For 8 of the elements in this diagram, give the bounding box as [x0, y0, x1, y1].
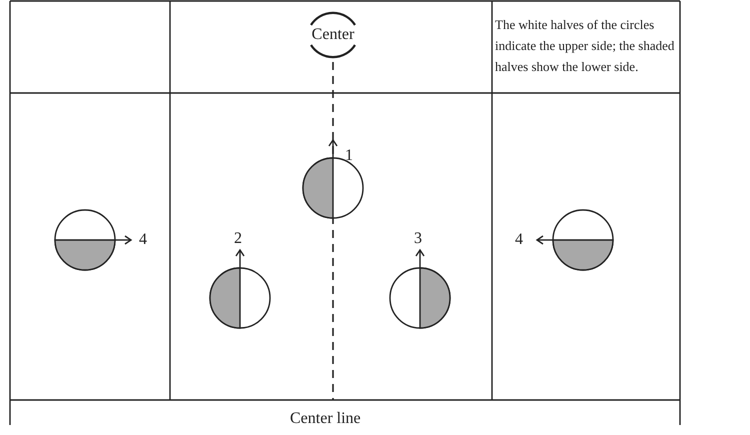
circle-number: 1	[345, 147, 353, 165]
center-line-label: Center line	[290, 410, 361, 428]
center-label: Center	[312, 26, 354, 44]
circle-number: 4	[139, 231, 147, 249]
circle-number: 2	[234, 230, 242, 248]
note-text: The white halves of the circles indicate the upper side; the shaded halves show the lower side.	[495, 16, 676, 76]
circle-number: 4	[515, 231, 523, 249]
circle-number: 3	[414, 230, 422, 248]
